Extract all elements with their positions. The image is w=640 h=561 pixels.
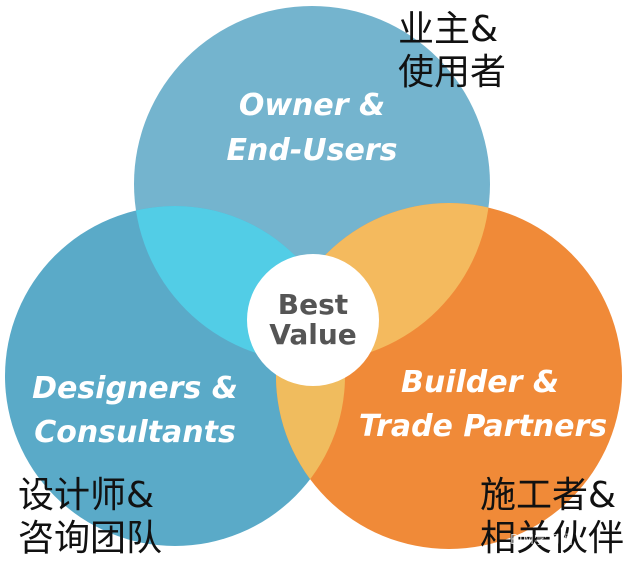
best-value-line2: Value [269,318,357,351]
builder-chinese-annotation: 施工者& 相关伙伴 [480,474,624,560]
designers-chinese-line1: 设计师& [18,475,155,516]
designers-label-line1: Designers & [32,371,238,406]
owner-chinese-annotation: 业主& 使用者 [398,8,506,94]
designers-chinese-line2: 咨询团队 [18,518,163,559]
owner-chinese-line2: 使用者 [398,52,507,93]
designers-chinese-annotation: 设计师& 咨询团队 [18,474,162,560]
designers-label-line2: Consultants [34,415,236,450]
watermark: BIM学习网 [510,533,573,548]
owner-chinese-line1: 业主& [398,9,499,50]
owner-label-line1: Owner & [239,88,385,123]
builder-label-line2: Trade Partners [359,409,607,444]
best-value-line1: Best [278,288,348,321]
builder-label-line1: Builder & [401,365,559,400]
builder-chinese-line1: 施工者& [480,475,617,516]
best-value-circle [247,254,379,386]
owner-label-line2: End-Users [227,133,398,168]
builder-chinese-line2: 相关伙伴 [480,518,625,559]
